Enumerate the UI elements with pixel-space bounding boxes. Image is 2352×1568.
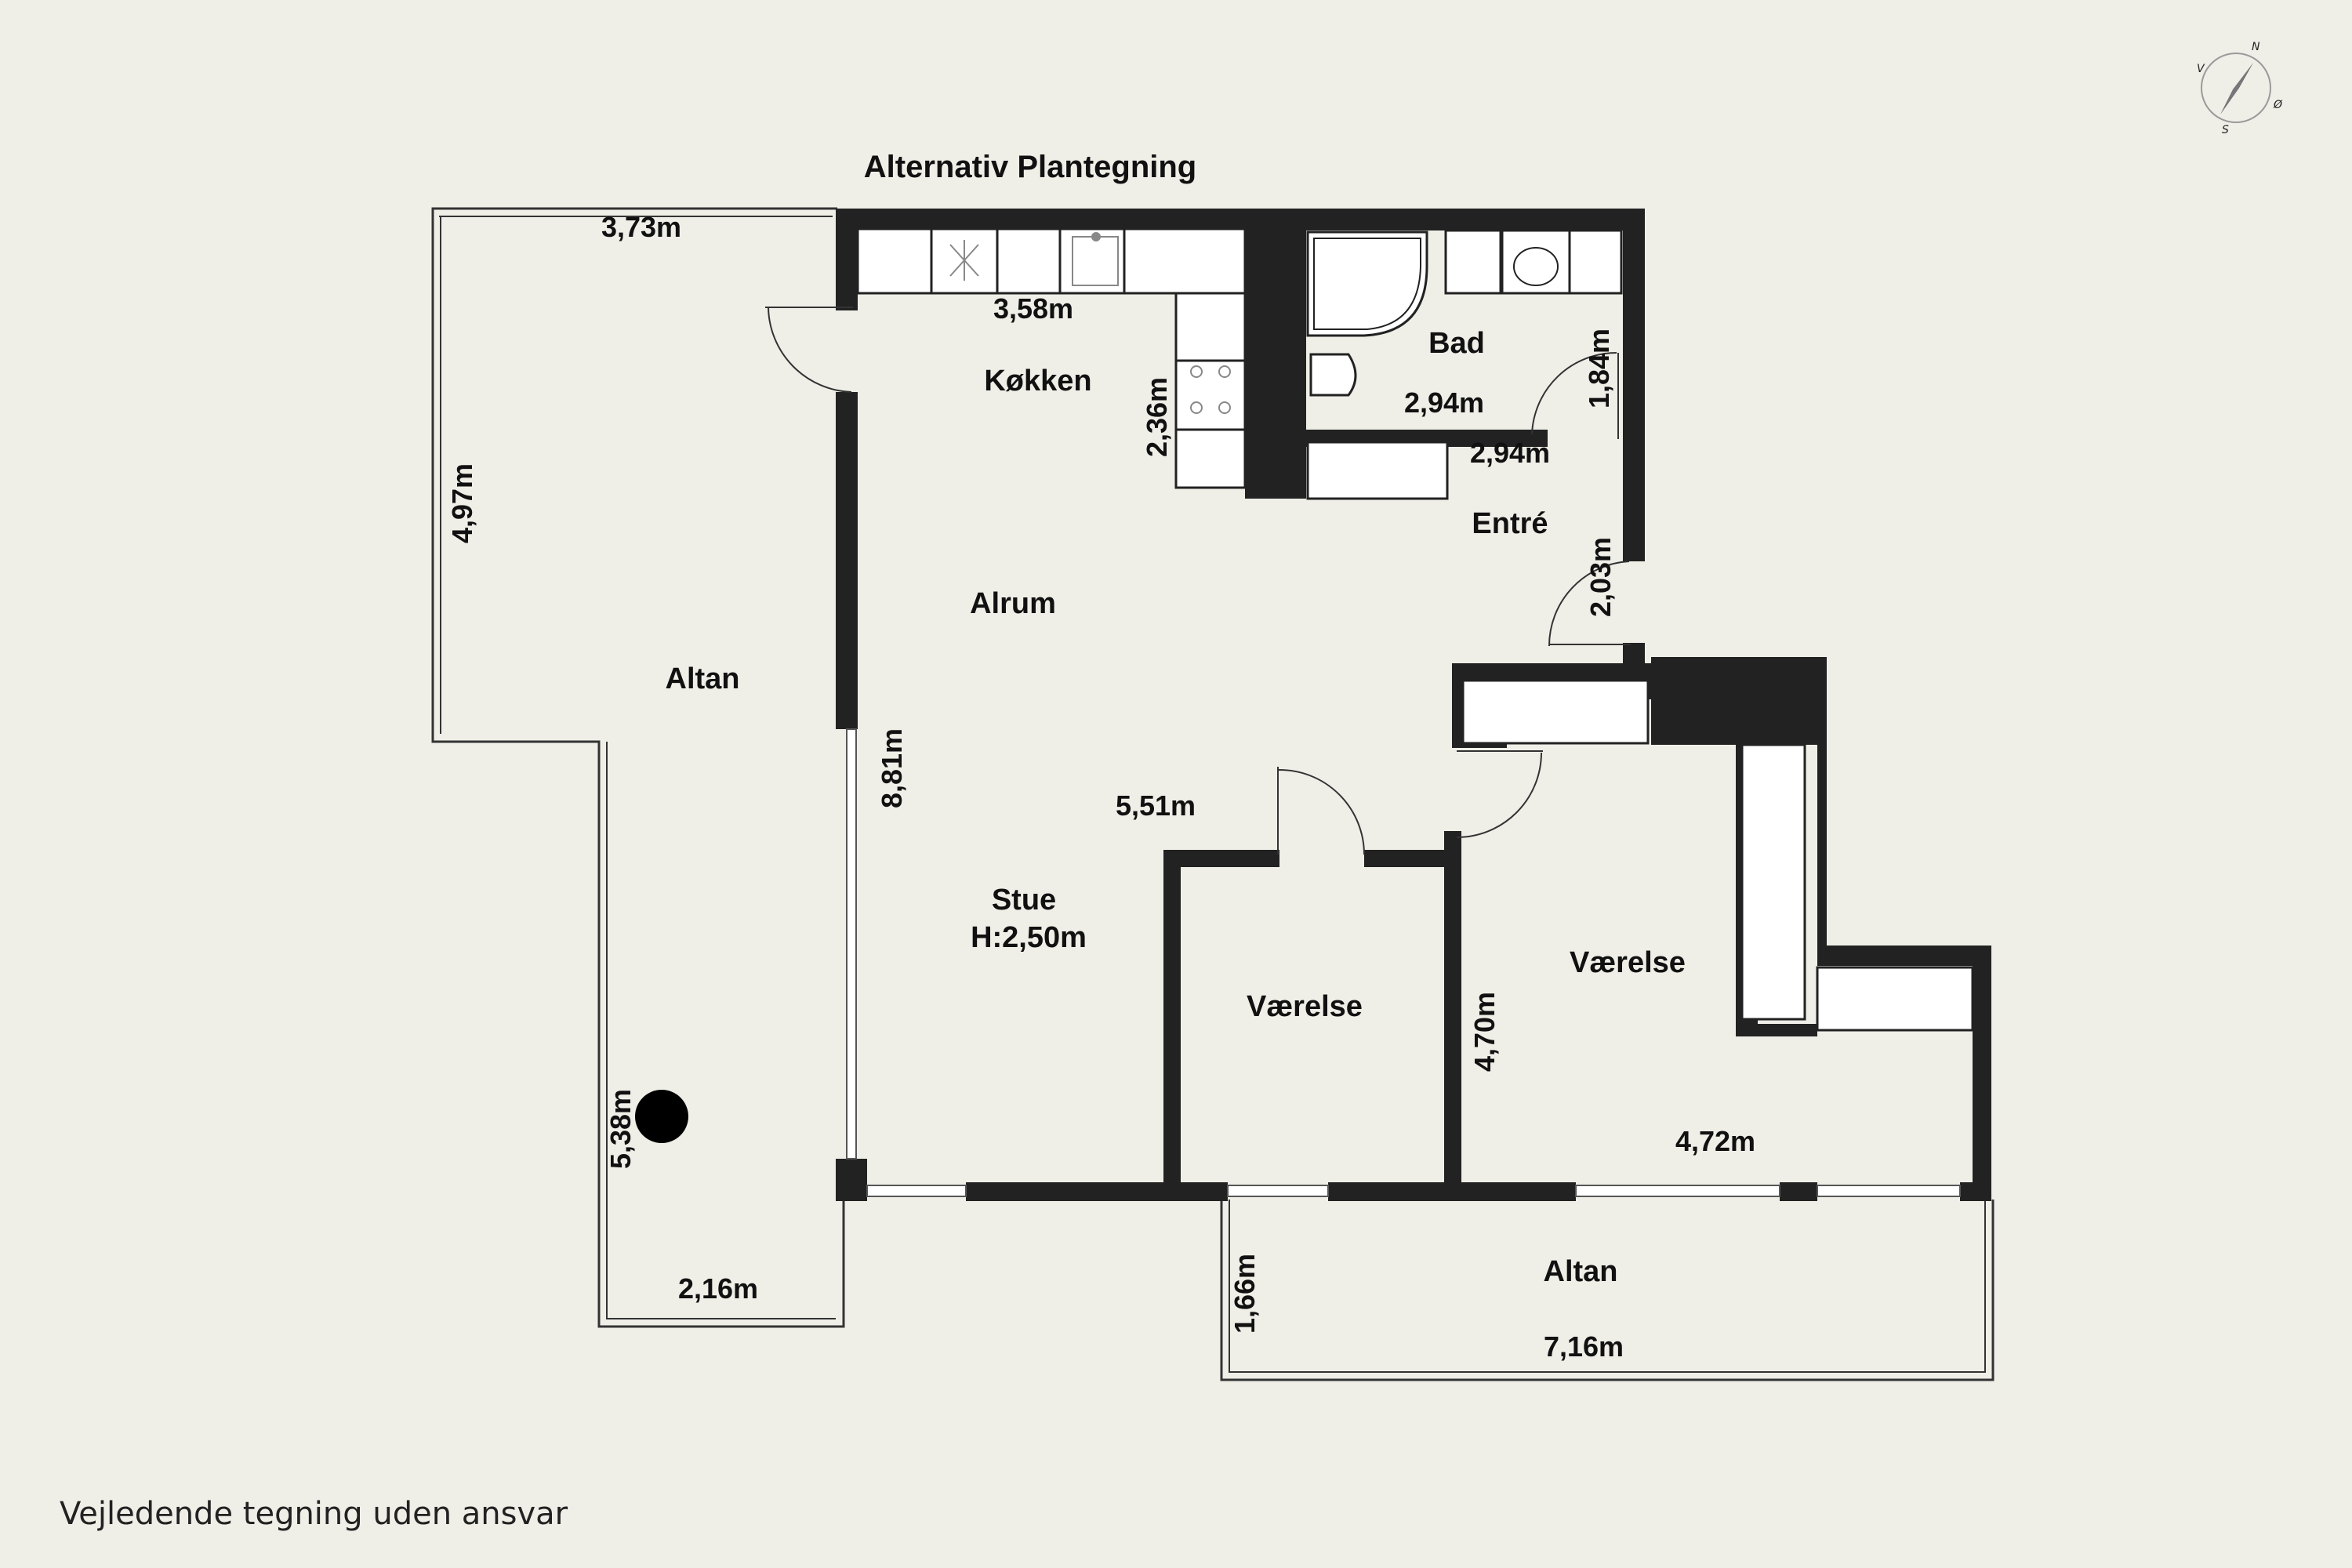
dimension-balcony-south-width: 7,16m xyxy=(1544,1330,1624,1363)
room-label-balcony-west: Altan xyxy=(666,662,740,695)
dimension-balcony-west-bottom: 2,16m xyxy=(678,1272,758,1305)
balcony-west-outline xyxy=(431,207,845,1328)
compass-east-label: Ø xyxy=(2273,99,2283,111)
room-label-balcony-south: Altan xyxy=(1544,1255,1618,1288)
pillar-marker xyxy=(635,1090,688,1143)
dimension-kitchen-width: 3,58m xyxy=(993,292,1073,325)
room-label-living-room-height: H:2,50m xyxy=(971,921,1087,954)
bathroom-fixtures xyxy=(1306,229,1623,500)
room-label-living-room: Stue xyxy=(992,884,1056,916)
kitchen-appliances xyxy=(949,232,1231,414)
dimension-living-width: 5,51m xyxy=(1116,789,1196,822)
room-label-bath: Bad xyxy=(1428,327,1485,360)
dimension-kitchen-depth: 2,36m xyxy=(1141,377,1173,457)
dimension-balcony-south-depth: 1,66m xyxy=(1229,1254,1261,1334)
balcony-south-outline xyxy=(1220,1200,1994,1381)
compass-south-label: S xyxy=(2222,124,2229,136)
compass-north-label: N xyxy=(2252,41,2260,53)
dimension-bedroom-2-width: 4,72m xyxy=(1675,1125,1755,1157)
plan-title: Alternativ Plantegning xyxy=(864,150,1197,184)
dimension-balcony-west-top: 3,73m xyxy=(601,211,681,243)
dimension-entry-depth: 2,03m xyxy=(1584,537,1617,617)
room-label-family-room: Alrum xyxy=(970,587,1056,620)
room-label-entry: Entré xyxy=(1472,507,1548,540)
kitchen-counters xyxy=(856,227,1247,489)
dimension-bath-depth: 1,84m xyxy=(1583,328,1615,408)
dimension-balcony-west-lower: 5,38m xyxy=(604,1089,637,1169)
room-label-bedroom-1: Værelse xyxy=(1247,990,1363,1023)
walls xyxy=(836,209,1991,1201)
dimension-balcony-west-left: 4,97m xyxy=(446,463,478,543)
dimension-entry-width: 2,94m xyxy=(1470,437,1550,469)
dimension-bath-width: 2,94m xyxy=(1404,387,1484,419)
wardrobes xyxy=(1461,679,1974,1032)
dimension-bedroom-2-depth: 4,70m xyxy=(1468,992,1501,1072)
dimension-living-depth: 8,81m xyxy=(876,728,908,808)
room-label-kitchen: Køkken xyxy=(984,365,1091,397)
room-label-bedroom-2: Værelse xyxy=(1570,946,1686,979)
windows xyxy=(846,728,1961,1197)
compass-icon: N V Ø S xyxy=(2197,41,2283,136)
compass-west-label: V xyxy=(2197,63,2205,75)
doors xyxy=(765,307,1631,855)
disclaimer-text: Vejledende tegning uden ansvar xyxy=(60,1496,568,1532)
